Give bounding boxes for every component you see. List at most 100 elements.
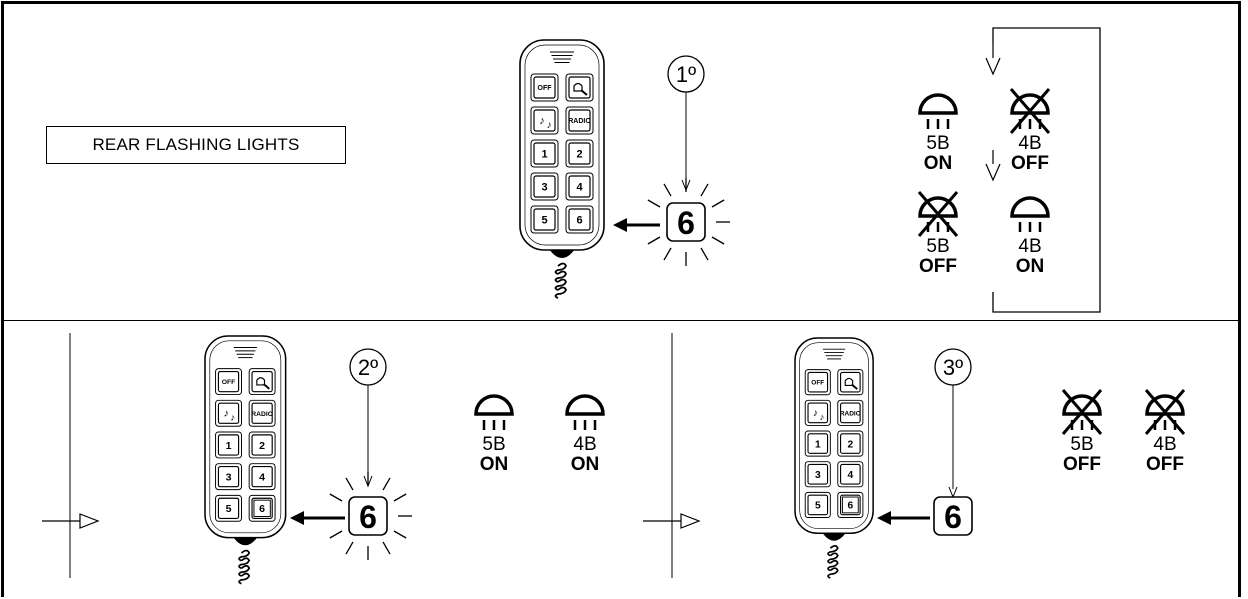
key-box [348, 496, 388, 536]
remote-button-6: 6 [248, 494, 276, 522]
cross-out-icon [1061, 389, 1103, 435]
button-face [217, 497, 240, 519]
svg-text:♪: ♪ [813, 408, 818, 419]
button-face [251, 402, 273, 424]
row-divider [4, 320, 1240, 321]
button-label: 1 [815, 439, 821, 450]
button-face [217, 370, 240, 393]
lamp-icon [918, 93, 958, 129]
remote-button-off: OFF [530, 73, 559, 102]
button-face [533, 76, 556, 99]
lamp-id: 5B [926, 236, 949, 257]
remote-button-radio: RADIO [248, 399, 276, 427]
pressed-key-6: 6 [933, 496, 973, 536]
button-face [251, 497, 273, 519]
lamp-id: 4B [1018, 133, 1041, 154]
button-face [217, 402, 240, 424]
button-face [533, 175, 556, 198]
remote-button-1: 1 [804, 430, 831, 457]
svg-text:♪: ♪ [820, 412, 825, 422]
button-face [807, 402, 829, 424]
remote-button-siren [248, 368, 276, 396]
button-label: 4 [576, 182, 583, 194]
cycle-loop-line [992, 27, 1101, 313]
button-face [840, 402, 861, 424]
remote-button-2: 2 [248, 431, 276, 459]
remote-inner-outline [524, 44, 600, 246]
button-label: 3 [226, 472, 232, 484]
button-label: RADIO [251, 411, 273, 418]
lamp-id: 5B [482, 434, 505, 455]
key-label: 6 [359, 499, 377, 535]
button-label: 6 [576, 215, 582, 227]
button-label: OFF [538, 85, 553, 92]
coiled-cord [823, 532, 846, 579]
button-label: 1 [541, 149, 547, 161]
button-face [840, 494, 861, 516]
remote-button-radio: RADIO [565, 106, 594, 135]
button-label: 2 [259, 440, 265, 452]
lamp-status: ON [571, 454, 600, 475]
button-label: RADIO [568, 118, 591, 125]
remote-button-music-notes: ♪♪ [530, 106, 559, 135]
button-face [807, 371, 829, 393]
remote-inner-outline [799, 342, 869, 529]
button-label: OFF [222, 379, 235, 386]
lamp-status: OFF [919, 256, 957, 277]
remote-button-6: 6 [565, 205, 594, 234]
remote-button-2: 2 [565, 139, 594, 168]
button-face [568, 109, 591, 132]
button-label: 5 [541, 215, 547, 227]
button-label: 2 [847, 439, 853, 450]
cross-out-icon [917, 191, 959, 237]
button-label: 6 [259, 503, 265, 515]
coiled-cord [550, 249, 574, 299]
button-face [217, 465, 240, 488]
remote-button-radio: RADIO [837, 399, 864, 426]
sequence-arrow [985, 150, 1001, 182]
remote-step-2: OFF ♪♪ RADIO 1 2 3 4 5 6 [204, 335, 287, 585]
button-face [840, 463, 861, 485]
remote-button-3: 3 [215, 463, 242, 491]
lamp-status: ON [480, 454, 509, 475]
button-face [807, 494, 829, 516]
button-highlight [253, 499, 271, 517]
lamp-id: 4B [1153, 434, 1176, 455]
music-notes-icon: ♪♪ [813, 408, 824, 422]
button-face [568, 175, 591, 198]
button-face [568, 142, 591, 165]
section-title: REAR FLASHING LIGHTS [46, 126, 346, 164]
press-arrow [613, 218, 660, 232]
flash-rays [329, 472, 412, 560]
remote-button-siren [565, 73, 594, 102]
button-label: 3 [815, 470, 821, 481]
button-face [217, 434, 240, 456]
lamp-status: OFF [1146, 454, 1184, 475]
remote-button-1: 1 [215, 431, 242, 459]
button-label: RADIO [840, 410, 861, 417]
remote-button-3: 3 [804, 461, 831, 488]
step-label: 1º [676, 62, 696, 87]
button-highlight [841, 496, 859, 514]
pressed-key-6: 6 [647, 178, 730, 266]
svg-text:♪: ♪ [223, 408, 228, 420]
lamp-icon [565, 394, 605, 430]
button-face [251, 434, 273, 456]
remote-button-5: 5 [530, 205, 559, 234]
remote-button-music-notes: ♪♪ [804, 399, 831, 426]
step-bubble: 1º [667, 55, 705, 192]
button-label: 5 [226, 503, 232, 515]
cross-out-icon [1144, 389, 1186, 435]
remote-button-4: 4 [248, 463, 276, 491]
button-label: 4 [259, 472, 265, 484]
remote-button-siren [837, 369, 864, 396]
button-face [251, 465, 273, 488]
svg-text:♪: ♪ [230, 412, 235, 423]
siren-icon [256, 377, 270, 390]
remote-inner-outline [209, 340, 282, 534]
